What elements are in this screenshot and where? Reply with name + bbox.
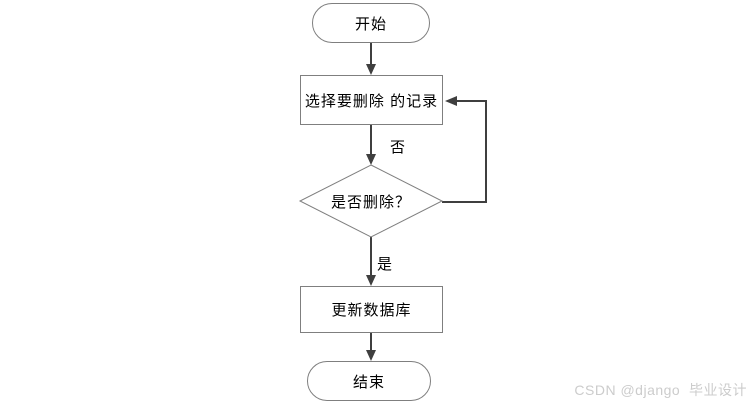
node-end: 结束 (307, 361, 431, 401)
decision-diamond-shape (298, 164, 444, 238)
node-decision-label: 是否删除？ (330, 193, 411, 211)
node-start: 开始 (312, 3, 430, 43)
watermark-text: CSDN @django 毕业设计 (574, 382, 747, 398)
arrowhead-update-end (366, 350, 376, 361)
edge-label-no: 否 (390, 139, 406, 156)
node-update-database: 更新数据库 (300, 286, 443, 333)
arrowhead-start-select (366, 64, 376, 75)
edge-decision-loop (442, 100, 487, 203)
arrowhead-decision-update (366, 275, 376, 286)
node-select-record: 选择要删除 的记录 (300, 75, 443, 125)
edge-label-yes: 是 (377, 256, 393, 273)
arrowhead-select-decision (366, 154, 376, 165)
arrowhead-decision-loop (445, 96, 457, 106)
